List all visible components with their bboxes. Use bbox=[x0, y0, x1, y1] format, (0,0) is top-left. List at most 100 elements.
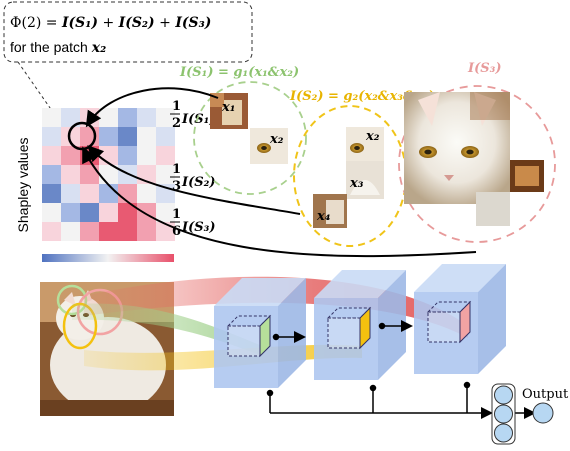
heatmap-cell bbox=[61, 184, 80, 203]
layer-cube-top bbox=[414, 264, 506, 292]
feature-slice bbox=[459, 300, 471, 344]
set-s1-circle bbox=[193, 81, 307, 195]
heatmap-cell bbox=[99, 184, 118, 203]
network-layers bbox=[214, 264, 506, 388]
set-s3-circle bbox=[398, 85, 556, 243]
svg-text:I(S₁): I(S₁) bbox=[181, 112, 215, 127]
heatmap-cell bbox=[80, 222, 99, 241]
shapley-heatmap bbox=[42, 108, 175, 241]
heatmap-cell bbox=[42, 222, 61, 241]
receptive-field bbox=[427, 311, 461, 343]
heatmap-cell bbox=[118, 222, 137, 241]
svg-text:3: 3 bbox=[172, 179, 181, 194]
aggregation-arrows bbox=[82, 87, 477, 258]
heatmap-cell bbox=[61, 127, 80, 146]
formula-term-3: I(S₃) bbox=[174, 15, 211, 31]
weight-third: 1 3 I(S₂) bbox=[170, 162, 215, 194]
layer-cube-side bbox=[378, 270, 406, 380]
heatmap-cell bbox=[99, 108, 118, 127]
formula-caption: for the patch x₂ bbox=[10, 39, 106, 56]
heatmap-cell bbox=[118, 146, 137, 165]
heatmap-cell bbox=[42, 127, 61, 146]
heatmap-cell bbox=[99, 203, 118, 222]
skip-connections bbox=[266, 381, 536, 419]
heatmap-cell bbox=[61, 203, 80, 222]
heatmap-cell bbox=[137, 146, 156, 165]
layer-cube-side bbox=[278, 278, 306, 388]
svg-text:1: 1 bbox=[172, 99, 181, 114]
band-green bbox=[72, 303, 262, 356]
heatmap-cell bbox=[156, 108, 175, 127]
svg-text:x₂: x₂ bbox=[269, 132, 284, 147]
cat-face-patches bbox=[404, 92, 544, 226]
svg-text:I(S₃): I(S₃) bbox=[181, 220, 215, 235]
heatmap-cell bbox=[137, 184, 156, 203]
heatmap-cell bbox=[42, 146, 61, 165]
heatmap-cell bbox=[99, 127, 118, 146]
receptive-field bbox=[227, 325, 261, 357]
heatmap-cell bbox=[42, 203, 61, 222]
heatmap-cell bbox=[137, 127, 156, 146]
heatmap-cell bbox=[118, 203, 137, 222]
heatmap-cell bbox=[42, 184, 61, 203]
svg-text:1: 1 bbox=[172, 162, 181, 177]
feature-slice bbox=[259, 314, 271, 358]
heatmap-cell bbox=[156, 127, 175, 146]
layer-cube-top bbox=[314, 270, 406, 298]
heatmap-cell bbox=[61, 165, 80, 184]
svg-text:x₄: x₄ bbox=[316, 209, 331, 224]
patch-x3: x₃ bbox=[346, 161, 384, 199]
heatmap-cell bbox=[61, 146, 80, 165]
formula-text: Φ(2) = I(S₁) + I(S₂) + I(S₃) bbox=[10, 15, 211, 31]
heatmap-cell bbox=[118, 108, 137, 127]
heatmap-cell bbox=[42, 165, 61, 184]
heatmap-cell bbox=[80, 165, 99, 184]
formula-term-1: I(S₁) bbox=[61, 15, 98, 31]
patch-x4: x₄ bbox=[313, 194, 347, 228]
layer-cube-side bbox=[478, 264, 506, 374]
heatmap-cell bbox=[42, 108, 61, 127]
heatmap-cell bbox=[118, 127, 137, 146]
svg-text:6: 6 bbox=[172, 224, 181, 239]
svg-text:2: 2 bbox=[172, 116, 181, 131]
output-neurons bbox=[491, 383, 554, 445]
feature-slice bbox=[359, 306, 371, 350]
heatmap-cell bbox=[80, 184, 99, 203]
heatmap-cell bbox=[137, 203, 156, 222]
receptive-field bbox=[327, 317, 361, 349]
layer-arrows bbox=[272, 320, 413, 343]
heatmap-cell bbox=[61, 222, 80, 241]
svg-text:x₁: x₁ bbox=[221, 100, 235, 115]
output-label: Output bbox=[522, 387, 569, 402]
set-s3-label: I(S₃) bbox=[467, 61, 501, 76]
heatmap-cell bbox=[99, 222, 118, 241]
layer-cube-top bbox=[214, 278, 306, 306]
weight-sixth: 1 6 I(S₃) bbox=[170, 207, 215, 239]
heatmap-cell bbox=[80, 203, 99, 222]
heatmap-cell bbox=[137, 222, 156, 241]
heatmap-cell bbox=[137, 108, 156, 127]
set-s1-label: I(S₁) = g₁(x₁&x₂) bbox=[179, 65, 299, 80]
formula-box: Φ(2) = I(S₁) + I(S₂) + I(S₃) for the pat… bbox=[3, 1, 253, 129]
formula-term-2: I(S₂) bbox=[118, 15, 155, 31]
svg-text:1: 1 bbox=[172, 207, 181, 222]
heatmap-cell bbox=[156, 165, 175, 184]
heatmap-cell bbox=[156, 146, 175, 165]
heatmap-cell bbox=[61, 108, 80, 127]
svg-text:x₃: x₃ bbox=[349, 176, 364, 191]
weight-half: 1 2 I(S₁) bbox=[170, 99, 215, 131]
heatmap-cell bbox=[156, 203, 175, 222]
patch-x1: x₁ bbox=[210, 93, 248, 129]
svg-text:x₂: x₂ bbox=[365, 129, 380, 144]
heatmap-cell bbox=[118, 184, 137, 203]
output-node bbox=[532, 402, 554, 424]
svg-text:I(S₂): I(S₂) bbox=[181, 175, 215, 190]
set-s2-label: I(S₂) = g₂(x₂&x₃&x₄) bbox=[289, 89, 434, 104]
highlight-circle bbox=[67, 121, 97, 151]
colorbar bbox=[42, 254, 174, 262]
patch-x2: x₂ bbox=[250, 128, 288, 164]
shapley-axis-label: Shapley values bbox=[15, 138, 31, 233]
patch-x2-b: x₂ bbox=[346, 127, 384, 161]
